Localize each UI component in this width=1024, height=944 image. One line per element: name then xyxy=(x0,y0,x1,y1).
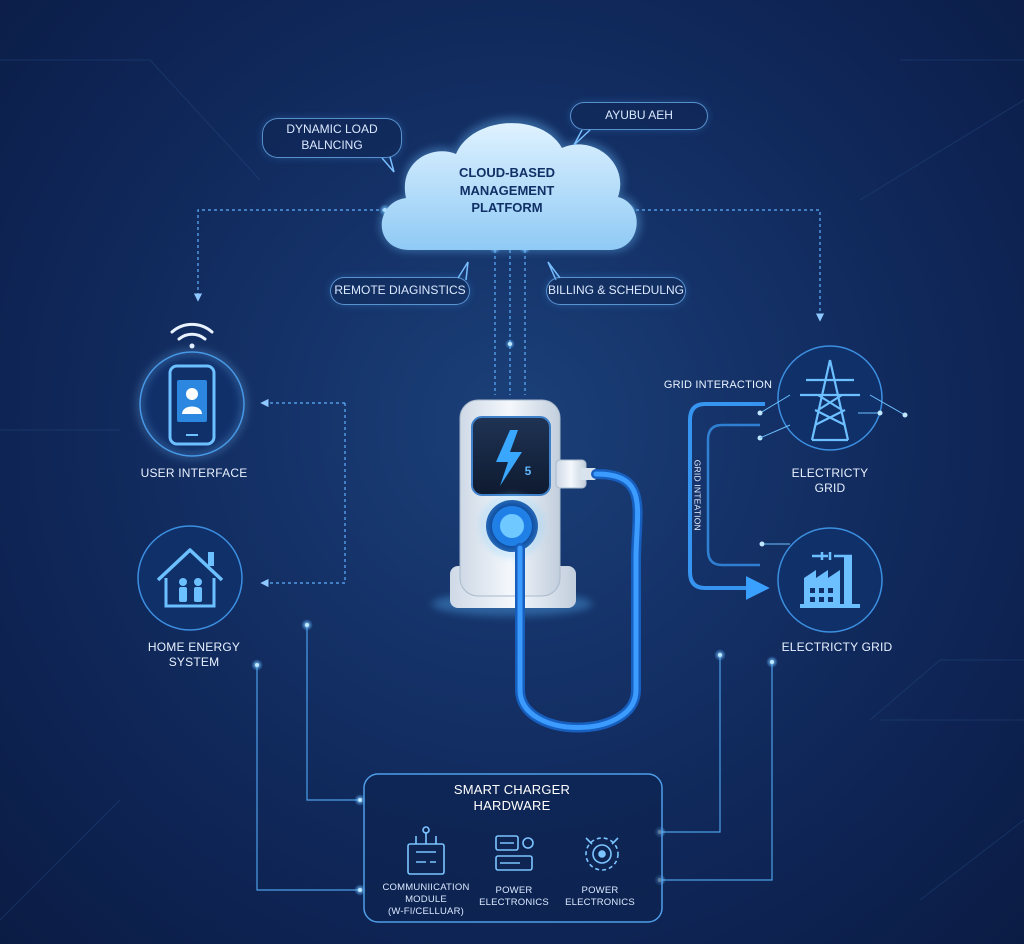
hardware-item-text: COMMUNIICATION xyxy=(382,882,470,893)
hardware-item-text: POWER xyxy=(581,885,619,896)
cloud-shape xyxy=(379,117,641,252)
circuit-lines xyxy=(256,625,773,891)
grid-interaction-label: GRID INTERACTION xyxy=(660,379,776,393)
label-text: GRID xyxy=(814,481,846,495)
bubble-text: AYUBU AEH xyxy=(605,108,673,123)
hardware-item-text: ELECTRONICS xyxy=(479,896,549,908)
circuit-board-icon xyxy=(407,826,445,875)
home-energy-system-label: HOME ENERGY SYSTEM xyxy=(124,640,264,670)
smartphone-user-icon xyxy=(137,349,247,459)
bubble-text: BALNCING xyxy=(301,138,363,152)
cloud-title-line: PLATFORM xyxy=(471,200,543,216)
cloud-title-line: MANAGEMENT xyxy=(459,182,555,198)
grid-interaction-vertical-label: GRID INTEATION xyxy=(692,450,703,540)
bubble-text: REMOTE DIAGINSTICS xyxy=(334,283,466,298)
charger-screen-digit: 5 xyxy=(518,464,538,479)
hardware-item-text: (W-FI/CELLUAR) xyxy=(388,905,464,917)
power-electronics-label-1: POWER ELECTRONICS xyxy=(472,885,556,909)
power-electronics-label-2: POWER ELECTRONICS xyxy=(558,885,642,909)
wifi-icon xyxy=(170,322,214,349)
dashed-connectors xyxy=(193,209,825,588)
label-text: USER INTERFACE xyxy=(140,466,248,480)
label-text: ELECTRICTY GRID xyxy=(781,640,893,654)
electricity-grid-2-label: ELECTRICTY GRID xyxy=(760,640,914,655)
grid-interaction-arrows xyxy=(688,402,770,600)
dynamic-load-balancing-bubble: DYNAMIC LOAD BALNCING xyxy=(262,118,402,158)
hardware-title-line: SMART CHARGER xyxy=(453,782,571,797)
cloud-title-line: CLOUD-BASED xyxy=(458,165,556,180)
home-family-icon xyxy=(137,525,243,631)
remote-diagnostics-bubble: REMOTE DIAGINSTICS xyxy=(330,277,470,305)
smart-charger-hardware-title: SMART CHARGER HARDWARE xyxy=(412,782,612,815)
top-right-bubble: AYUBU AEH xyxy=(570,102,708,130)
hardware-item-text: ELECTRONICS xyxy=(565,896,635,908)
label-text: HOME ENERGY xyxy=(147,640,241,654)
screen-digit: 5 xyxy=(524,464,532,478)
hardware-box xyxy=(363,773,663,923)
hardware-item-text: POWER xyxy=(495,885,533,896)
ev-charger xyxy=(432,399,643,733)
hardware-item-text: MODULE xyxy=(405,893,447,905)
hardware-title-line: HARDWARE xyxy=(473,798,551,814)
transmission-tower-icon xyxy=(757,345,908,451)
factory-plug-icon xyxy=(759,527,883,633)
label-text: ELECTRICTY xyxy=(791,466,869,480)
label-text: GRID INTERACTION xyxy=(663,379,773,391)
billing-scheduling-bubble: BILLING & SCHEDULNG xyxy=(546,277,686,305)
bubble-text: BILLING & SCHEDULNG xyxy=(547,283,685,298)
module-icon xyxy=(495,835,534,871)
user-interface-label: USER INTERFACE xyxy=(124,466,264,481)
cloud-platform-title: CLOUD-BASED MANAGEMENT PLATFORM xyxy=(432,164,582,217)
gear-power-icon xyxy=(585,837,619,871)
bubble-tails xyxy=(381,129,591,281)
label-text: GRID INTEATION xyxy=(692,459,703,531)
electricity-grid-label: ELECTRICTY GRID xyxy=(770,466,890,496)
background-lines xyxy=(0,59,1024,921)
bubble-text: DYNAMIC LOAD xyxy=(286,122,378,137)
communication-module-label: COMMUNIICATION MODULE (W-FI/CELLUAR) xyxy=(374,882,478,918)
label-text: SYSTEM xyxy=(168,655,220,669)
